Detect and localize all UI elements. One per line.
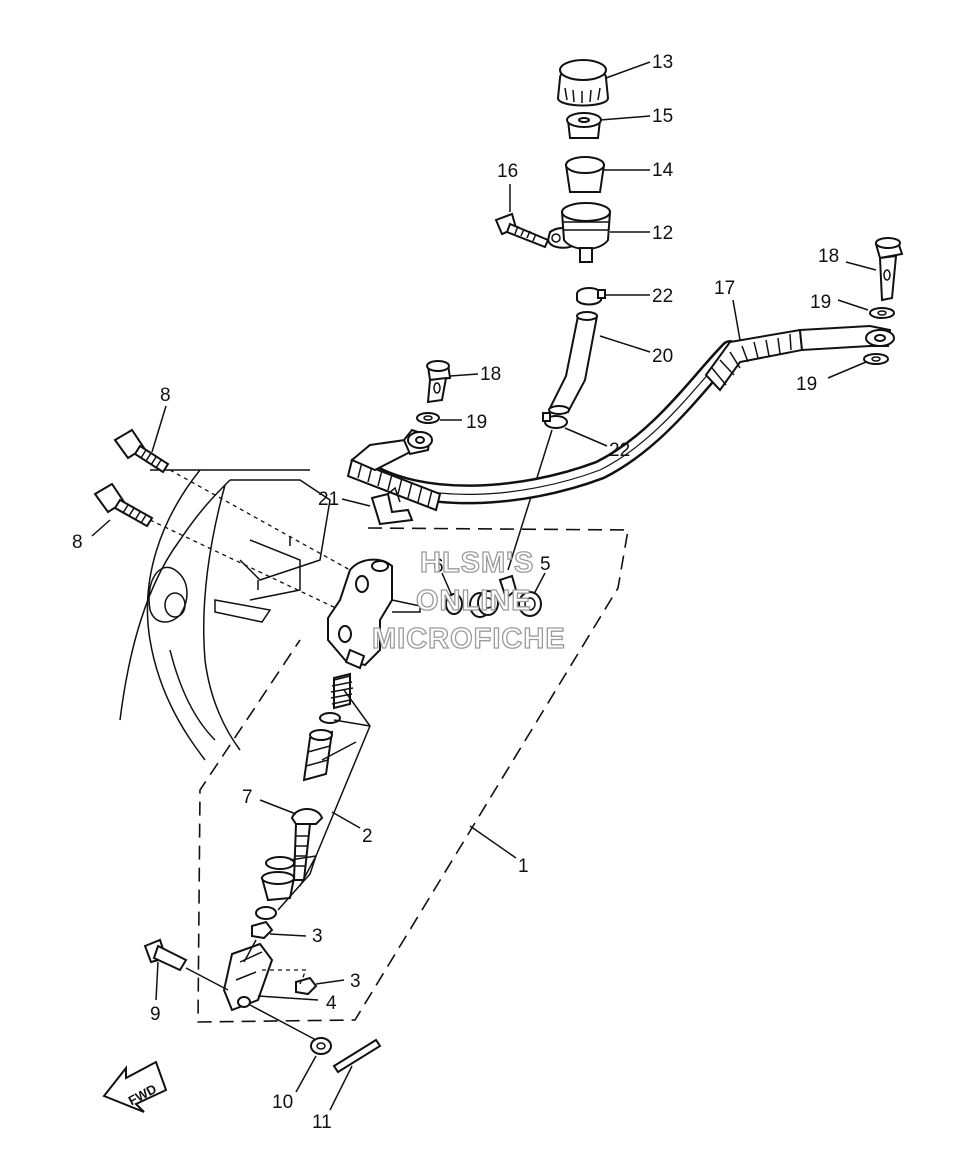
fwd-arrow-icon: FWD: [102, 1060, 168, 1113]
diaphragm: [564, 156, 606, 193]
piston: [302, 729, 334, 782]
bolt-16: [494, 212, 550, 249]
push-rod: [290, 808, 324, 881]
callout-19-right-bottom: 19: [796, 374, 817, 395]
callout-21: 21: [318, 489, 339, 510]
callout-9: 9: [150, 1004, 161, 1025]
circlip: [265, 856, 295, 870]
callout-3-lower: 3: [350, 971, 361, 992]
callout-14: 14: [652, 160, 674, 181]
clevis-pin: [143, 938, 188, 972]
boot-end: [255, 906, 277, 920]
clevis: [222, 942, 274, 1012]
callout-13: 13: [652, 52, 673, 73]
cup-seal: [319, 712, 341, 724]
watermark-line-3: MICROFICHE: [372, 623, 566, 655]
washer-left: [416, 412, 440, 424]
callout-10: 10: [272, 1092, 293, 1113]
callout-1: 1: [518, 856, 529, 877]
dust-boot: [260, 871, 296, 902]
watermark-line-1: HLSM'S: [420, 547, 534, 579]
brake-hose: [346, 324, 895, 512]
cotter-pin: [332, 1038, 382, 1074]
callout-17: 17: [714, 278, 735, 299]
callout-11: 11: [312, 1112, 332, 1133]
callout-19-left: 19: [466, 412, 487, 433]
watermark: HLSM'S ONLINE MICROFICHE: [371, 546, 566, 655]
hose-guide: [370, 486, 414, 526]
callout-2: 2: [362, 826, 373, 847]
washer-right-bottom: [863, 353, 889, 365]
callout-8-lower: 8: [72, 532, 83, 553]
callout-16: 16: [497, 161, 518, 182]
washer-right-top: [869, 307, 895, 319]
nut-upper: [251, 920, 274, 940]
callout-20: 20: [652, 346, 673, 367]
callout-22-top: 22: [652, 286, 673, 307]
callout-5: 5: [540, 554, 551, 575]
hose-clamp-lower: [542, 412, 568, 429]
master-cylinder: [327, 558, 421, 670]
assembly-outline: [197, 527, 629, 1023]
callout-19-right-top: 19: [810, 292, 831, 313]
hose-clamp-top: [576, 287, 606, 306]
reservoir-cap: [556, 59, 610, 107]
leader-lines: [91, 61, 877, 1111]
banjo-bolt-right: [874, 237, 904, 302]
frame-outline: [119, 469, 331, 761]
callout-3-upper: 3: [312, 926, 323, 947]
watermark-line-2: ONLINE: [416, 585, 532, 617]
washer: [310, 1037, 332, 1055]
callout-12: 12: [652, 223, 673, 244]
banjo-bolt-left: [426, 360, 452, 404]
callout-6: 6: [433, 556, 444, 577]
reservoir-tank: [546, 202, 612, 263]
callout-labels: 13 15 14 16 12 18 17 22 19 20 19 18 19 2…: [72, 52, 839, 1133]
hose-joint: [445, 574, 542, 618]
callout-15: 15: [652, 106, 673, 127]
callout-7: 7: [242, 787, 253, 808]
callout-22-lower: 22: [609, 440, 630, 461]
reservoir-hose: [548, 311, 599, 415]
callout-18-right: 18: [818, 246, 839, 267]
callout-4: 4: [326, 993, 337, 1014]
mounting-bolt-lower: [93, 482, 154, 528]
nut-lower: [295, 976, 318, 996]
callout-8-upper: 8: [160, 385, 171, 406]
cap-plate: [566, 112, 602, 139]
mounting-bolt-upper: [113, 428, 170, 474]
callout-18-left: 18: [480, 364, 501, 385]
spring: [330, 672, 354, 710]
